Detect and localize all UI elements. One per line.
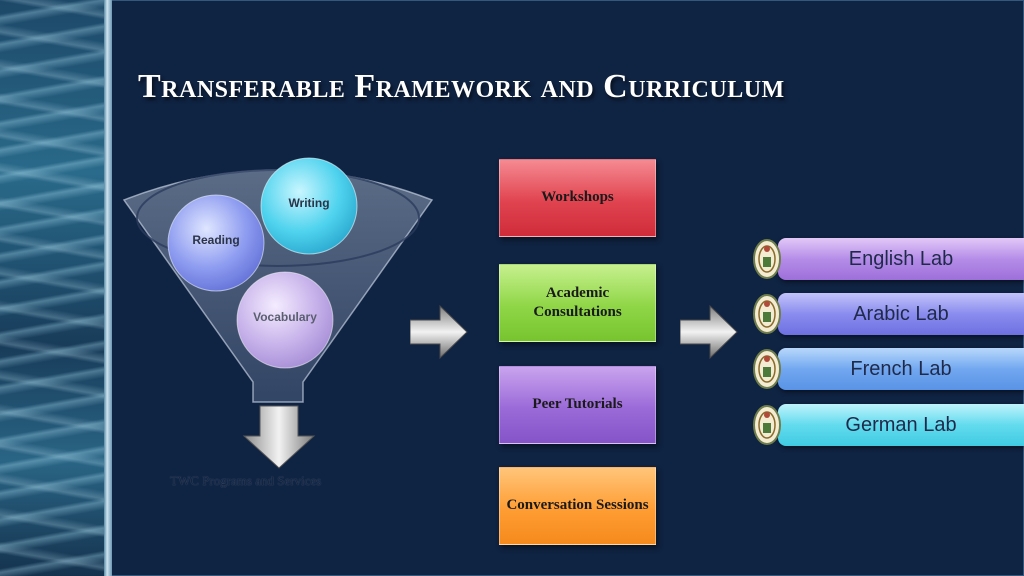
circle-label-writing: Writing bbox=[288, 196, 329, 210]
lab-label-french: French Lab bbox=[778, 348, 1024, 390]
service-box-workshops: Workshops bbox=[499, 159, 656, 237]
funnel-caption: TWC Programs and Services bbox=[170, 473, 322, 488]
slide-title: Transferable Framework and Curriculum bbox=[138, 68, 785, 105]
service-box-conversation-sessions: Conversation Sessions bbox=[499, 467, 656, 545]
down-arrow-icon bbox=[242, 405, 316, 469]
lab-emblem-icon bbox=[753, 239, 781, 279]
right-arrow-icon bbox=[680, 305, 738, 359]
strip-divider bbox=[104, 0, 112, 576]
decorative-water-strip bbox=[0, 0, 104, 576]
funnel-diagram: Writing Reading Vocabulary bbox=[122, 157, 434, 469]
lab-item-english: English Lab bbox=[752, 237, 1024, 281]
circle-label-reading: Reading bbox=[192, 233, 239, 247]
lab-label-arabic: Arabic Lab bbox=[778, 293, 1024, 335]
circle-writing bbox=[260, 157, 358, 255]
circle-label-vocabulary: Vocabulary bbox=[253, 310, 317, 324]
service-box-academic-consultations: Academic Consultations bbox=[499, 264, 656, 342]
circle-vocabulary bbox=[236, 271, 334, 369]
lab-emblem-icon bbox=[753, 349, 781, 389]
lab-label-english: English Lab bbox=[778, 238, 1024, 280]
lab-emblem-icon bbox=[753, 294, 781, 334]
service-box-peer-tutorials: Peer Tutorials bbox=[499, 366, 656, 444]
lab-item-german: German Lab bbox=[752, 403, 1024, 447]
circle-reading bbox=[167, 194, 265, 292]
lab-label-german: German Lab bbox=[778, 404, 1024, 446]
lab-emblem-icon bbox=[753, 405, 781, 445]
lab-item-french: French Lab bbox=[752, 347, 1024, 391]
right-arrow-icon bbox=[410, 305, 468, 359]
lab-item-arabic: Arabic Lab bbox=[752, 292, 1024, 336]
